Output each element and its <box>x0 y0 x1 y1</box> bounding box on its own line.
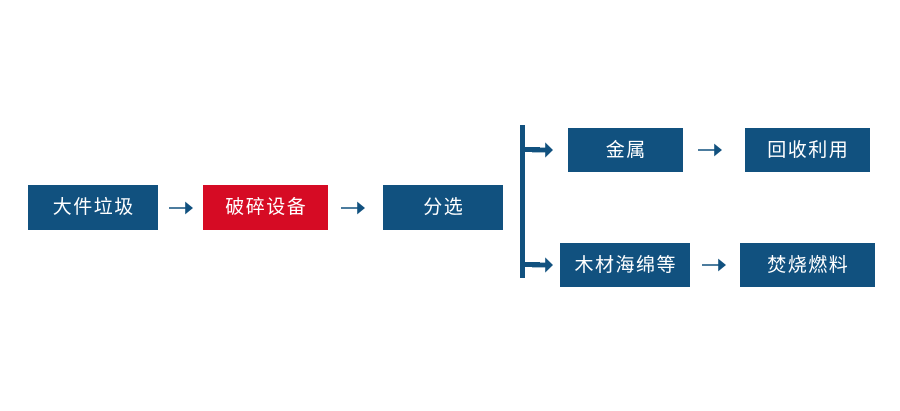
node-metal[interactable]: 金属 <box>568 128 683 172</box>
arrow-branch-wood-icon <box>532 254 554 276</box>
node-incineration-fuel[interactable]: 焚烧燃料 <box>740 243 875 287</box>
arrow-wood-to-fuel-icon <box>701 254 727 276</box>
connector-vertical-line <box>520 125 525 278</box>
node-crushing-equipment[interactable]: 破碎设备 <box>203 185 328 230</box>
arrow-branch-metal-icon <box>532 139 554 161</box>
arrow-input-to-crusher-icon <box>168 197 194 219</box>
arrow-metal-to-recycle-icon <box>697 139 723 161</box>
node-wood-sponge[interactable]: 木材海绵等 <box>560 243 690 287</box>
node-recycle-use[interactable]: 回收利用 <box>745 128 870 172</box>
node-large-waste[interactable]: 大件垃圾 <box>28 185 158 230</box>
node-sorting[interactable]: 分选 <box>383 185 503 230</box>
arrow-crusher-to-sorting-icon <box>340 197 366 219</box>
